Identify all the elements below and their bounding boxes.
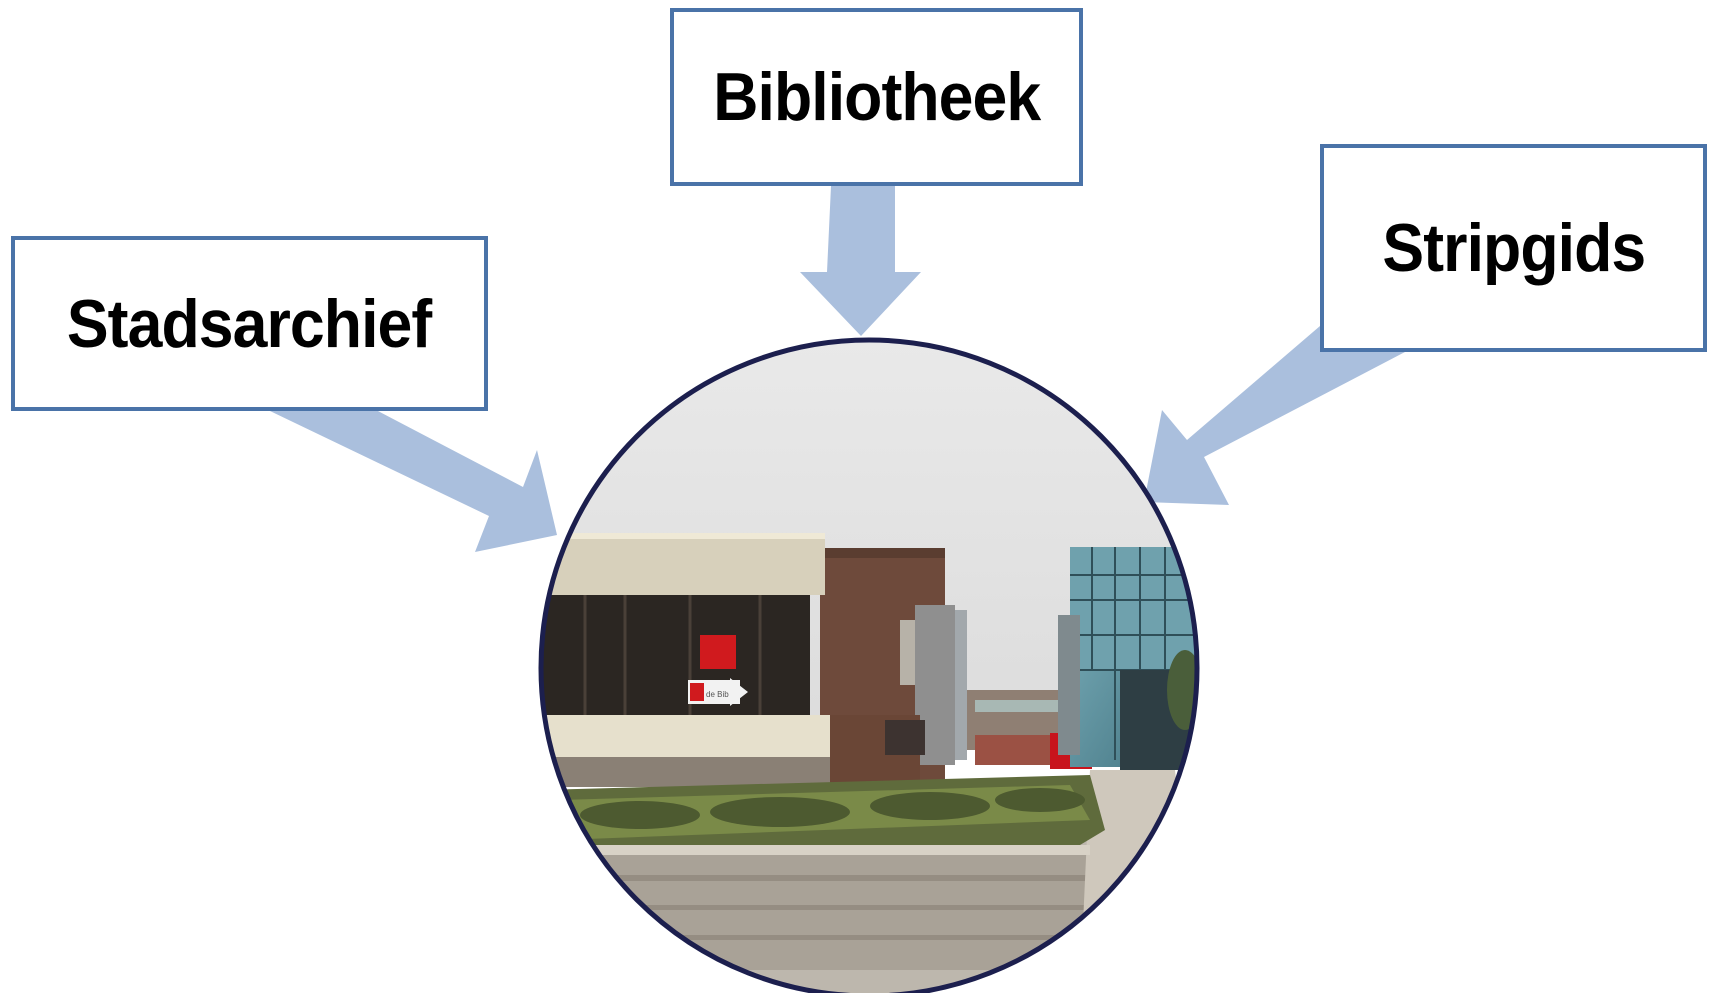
bibliotheek-label: Bibliotheek [712,59,1041,135]
arrow-down-left-icon [1144,326,1405,505]
direction-sign-text: de Bib [706,690,729,699]
bibliotheek-box: Bibliotheek [670,8,1083,186]
photo-circle-border [538,337,1200,993]
bib-logo [700,635,736,669]
arrow-down-icon [800,186,921,336]
stadsarchief-box: Stadsarchief [11,236,488,411]
stripgids-label: Stripgids [1382,210,1646,286]
direction-sign: de Bib [688,678,748,706]
stadsarchief-label: Stadsarchief [67,285,432,362]
arrow-down-right-icon [270,411,557,552]
stripgids-box: Stripgids [1320,144,1707,352]
